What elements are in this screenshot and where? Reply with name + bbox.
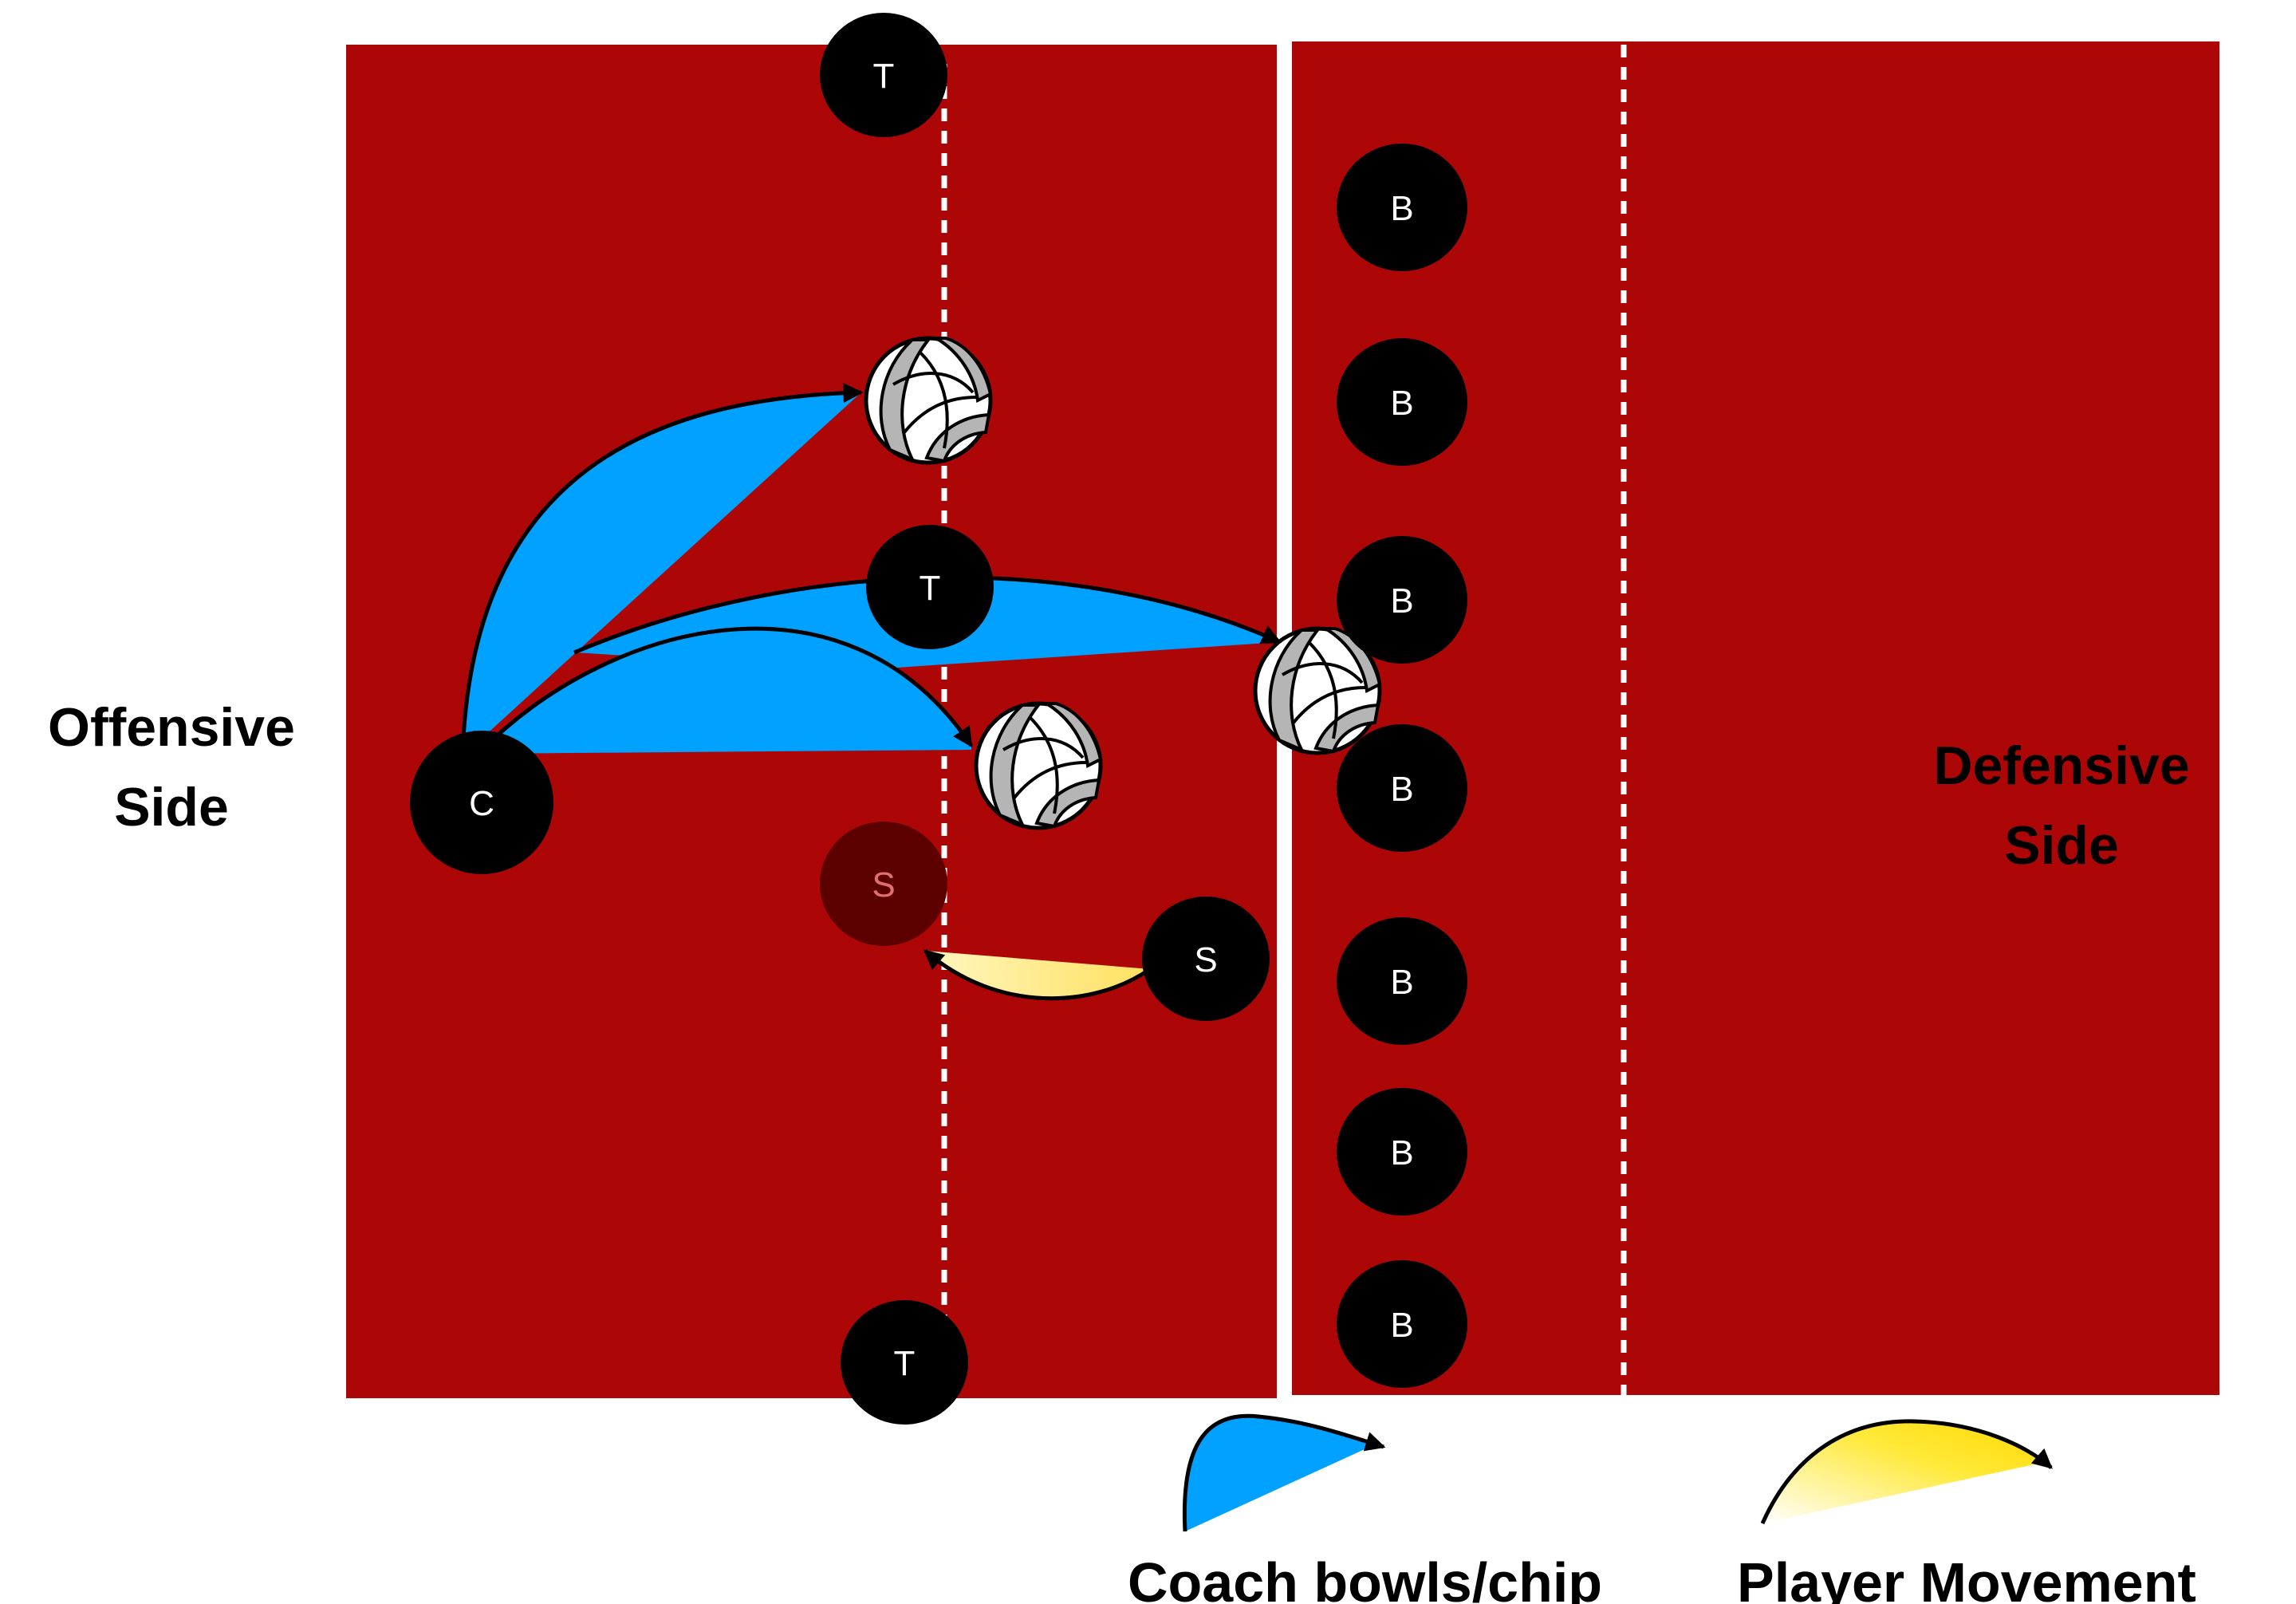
- offensive-side-label-line2: Side: [114, 777, 229, 837]
- bowl-arrow-upper: [463, 392, 861, 756]
- blocker-5: B: [1337, 917, 1467, 1045]
- svg-text:B: B: [1390, 384, 1413, 423]
- legend-coach-bowls: Coach bowls/chip: [1128, 1413, 1602, 1604]
- svg-text:T: T: [873, 57, 895, 96]
- volleyball-icon: [866, 338, 990, 463]
- svg-text:B: B: [1390, 1133, 1413, 1172]
- court: [346, 41, 2219, 1398]
- blocker-7: B: [1337, 1260, 1467, 1388]
- svg-text:C: C: [469, 784, 494, 823]
- offensive-side-label-line1: Offensive: [48, 697, 295, 758]
- blocker-1: B: [1337, 144, 1467, 271]
- svg-text:S: S: [1194, 940, 1217, 979]
- svg-text:B: B: [1390, 189, 1413, 228]
- svg-text:S: S: [872, 865, 895, 904]
- blocker-2: B: [1337, 338, 1467, 466]
- volleyball-icon: [976, 703, 1101, 828]
- coach-bowl-arrows: [460, 383, 1282, 757]
- legend-player-movement-label: Player Movement: [1737, 1551, 2196, 1604]
- legend-blue-arrow-fill: [1184, 1416, 1373, 1531]
- server-player: S: [1142, 897, 1270, 1021]
- legend-player-movement: Player Movement: [1737, 1419, 2196, 1604]
- movement-arrow-fill: [925, 951, 1150, 999]
- bowl-arrow-middle-outline: [477, 626, 974, 755]
- target-player-middle: T: [866, 525, 994, 649]
- svg-text:B: B: [1390, 770, 1413, 809]
- blocker-6: B: [1337, 1088, 1467, 1216]
- bowl-arrow-middle: [478, 629, 971, 754]
- coach-player: C: [410, 731, 553, 874]
- blocker-3: B: [1337, 536, 1467, 664]
- defensive-side-label-line1: Defensive: [1933, 735, 2189, 796]
- player-movement-arrow: [924, 949, 1152, 1001]
- target-player-bottom: T: [841, 1300, 968, 1425]
- svg-text:B: B: [1390, 1306, 1413, 1345]
- legend: Coach bowls/chip Player Movement: [1128, 1413, 2196, 1604]
- legend-yellow-arrow-outline: [1760, 1419, 2053, 1525]
- legend-blue-arrow-outline: [1182, 1413, 1386, 1532]
- target-player-top: T: [820, 13, 947, 137]
- svg-text:B: B: [1390, 581, 1413, 621]
- legend-coach-bowls-label: Coach bowls/chip: [1128, 1551, 1602, 1604]
- svg-text:T: T: [894, 1344, 916, 1383]
- svg-text:B: B: [1390, 963, 1413, 1002]
- legend-yellow-arrow-fill: [1762, 1421, 2042, 1523]
- server-ghost-position: S: [820, 822, 947, 946]
- blocker-4: B: [1337, 724, 1467, 852]
- svg-text:T: T: [920, 569, 941, 608]
- bowl-arrow-upper-outline: [460, 383, 864, 757]
- defensive-side-label-line2: Side: [2004, 815, 2119, 876]
- movement-arrow-outline: [924, 949, 1152, 1001]
